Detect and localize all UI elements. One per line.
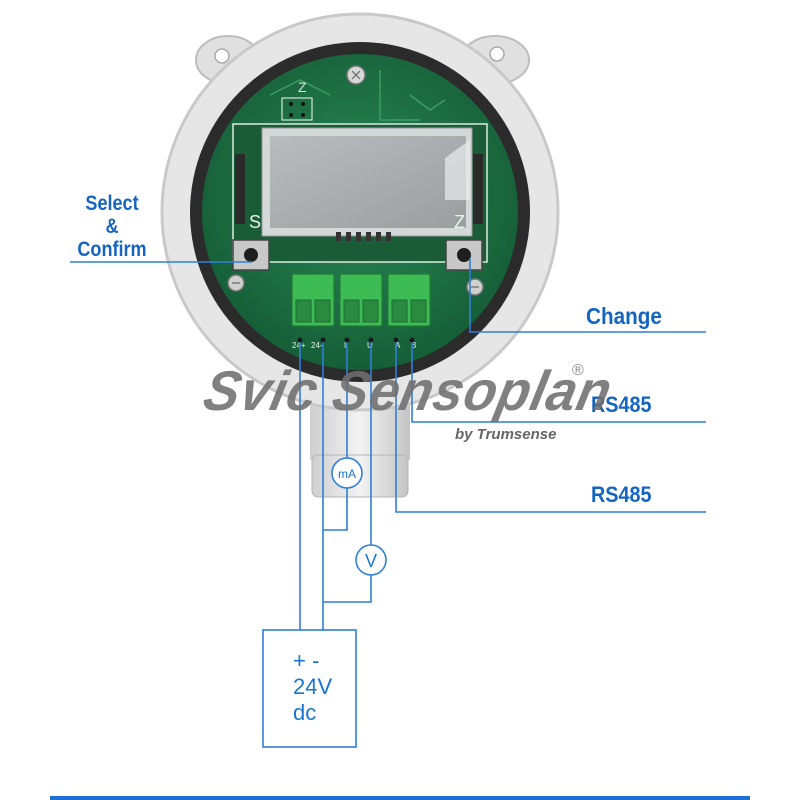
terminal-label-i: I [344, 341, 346, 350]
psu-voltage: 24V [293, 674, 333, 699]
rs485-label-b: RS485 [591, 482, 652, 507]
ammeter-label: mA [338, 467, 356, 481]
wiring [70, 258, 706, 630]
registered-mark: ® [572, 362, 584, 379]
pcb-top-mark: Z [298, 79, 307, 95]
select-button-mark: S [249, 212, 261, 232]
change-button[interactable] [445, 239, 483, 271]
change-label: Change [586, 303, 662, 329]
terminal-label-b: B [411, 341, 416, 350]
terminal-label-24plus: 24+ [292, 341, 306, 350]
terminal-label-a: A [395, 341, 401, 350]
housing-mount-ears [195, 35, 530, 85]
ammeter: mA [331, 457, 363, 489]
select-label-line2: & [105, 215, 119, 238]
select-confirm-label: Select & Confirm [67, 192, 156, 261]
power-supply-label: + - 24V dc [293, 648, 353, 726]
terminal-label-u: U [367, 341, 373, 350]
select-confirm-button[interactable] [232, 239, 270, 271]
power-supply-box [262, 629, 357, 748]
terminal-blocks [291, 273, 431, 327]
change-button-mark: Z [454, 212, 465, 232]
lcd-module [232, 123, 488, 263]
psu-type: dc [293, 700, 317, 725]
psu-polarity: + - [293, 648, 320, 673]
select-label-line1: Select [85, 192, 139, 215]
voltmeter: V [355, 544, 387, 576]
rs485-label-a: RS485 [591, 392, 652, 417]
terminal-wire-dots [297, 337, 415, 343]
voltmeter-label: V [365, 551, 377, 571]
brand-watermark: Svic Sensoplan [198, 359, 619, 422]
brand-subtitle: by Trumsense [455, 426, 557, 443]
terminal-label-24minus: 24- [311, 341, 323, 350]
select-label-line3: Confirm [77, 238, 147, 261]
terminal-labels: 24+ 24- I U A B [292, 341, 416, 350]
